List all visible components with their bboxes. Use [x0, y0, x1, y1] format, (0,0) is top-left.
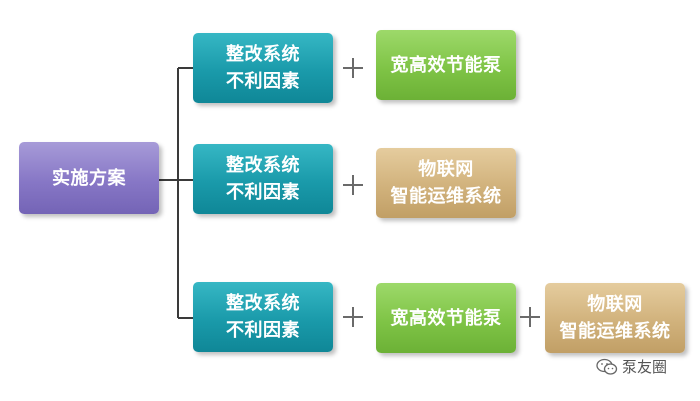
wechat-icon	[596, 358, 618, 375]
watermark: 泵友圈	[596, 356, 667, 377]
solution-iot-node-3: 物联网 智能运维系统	[545, 283, 685, 353]
cause-line1: 整改系统	[226, 155, 300, 176]
cause-line2: 不利因素	[226, 71, 300, 92]
solution-pump-node-3: 宽高效节能泵	[376, 283, 516, 353]
plus-icon	[343, 58, 363, 78]
solution-label: 宽高效节能泵	[390, 54, 502, 76]
solution-line1: 物联网	[587, 294, 643, 315]
root-label: 实施方案	[52, 167, 126, 189]
plus-icon	[343, 307, 363, 327]
solution-line2: 智能运维系统	[390, 186, 502, 207]
cause-line2: 不利因素	[226, 320, 300, 341]
cause-node-2: 整改系统 不利因素	[193, 144, 333, 214]
cause-line1: 整改系统	[226, 293, 300, 314]
cause-line2: 不利因素	[226, 182, 300, 203]
cause-line1: 整改系统	[226, 44, 300, 65]
cause-node-1: 整改系统 不利因素	[193, 33, 333, 103]
solution-pump-node-1: 宽高效节能泵	[376, 30, 516, 100]
watermark-text: 泵友圈	[622, 358, 668, 376]
solution-line2: 智能运维系统	[559, 321, 671, 342]
solution-iot-node-2: 物联网 智能运维系统	[376, 148, 516, 218]
cause-node-3: 整改系统 不利因素	[193, 282, 333, 352]
plus-icon	[520, 307, 540, 327]
solution-line1: 物联网	[418, 159, 474, 180]
solution-label: 宽高效节能泵	[390, 307, 502, 329]
plus-icon	[343, 175, 363, 195]
root-node: 实施方案	[19, 142, 159, 214]
